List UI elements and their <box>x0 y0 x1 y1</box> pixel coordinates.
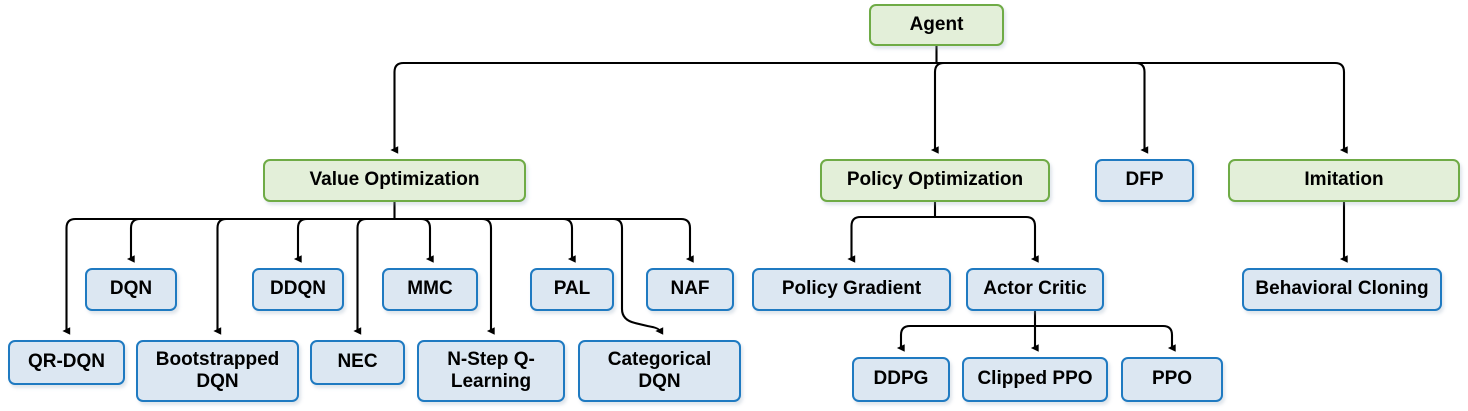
edge-connector <box>935 215 1039 263</box>
node-imitation[interactable]: Imitation <box>1228 159 1460 202</box>
node-dqn[interactable]: DQN <box>85 268 177 311</box>
node-ppo[interactable]: PPO <box>1121 357 1223 402</box>
node-label-naf: NAF <box>670 278 710 300</box>
node-label-imitation: Imitation <box>1304 169 1384 191</box>
node-clipped-ppo[interactable]: Clipped PPO <box>962 357 1108 402</box>
node-label-policy-gradient: Policy Gradient <box>781 278 922 300</box>
edge-connector <box>394 217 694 263</box>
node-label-dfp: DFP <box>1125 169 1164 191</box>
node-label-categorical-dqn: Categorical DQN <box>607 348 712 392</box>
node-label-n-step-q-learning: N-Step Q-Learning <box>447 348 535 392</box>
edge-connector <box>394 217 434 263</box>
node-policy-optimization[interactable]: Policy Optimization <box>820 159 1050 202</box>
edge-connector <box>930 61 946 154</box>
edge-connector <box>394 217 576 263</box>
node-behavioral-cloning[interactable]: Behavioral Cloning <box>1242 268 1442 311</box>
node-dfp[interactable]: DFP <box>1095 159 1194 202</box>
node-label-qr-dqn: QR-DQN <box>27 351 106 373</box>
node-label-dqn: DQN <box>109 278 153 300</box>
node-pal[interactable]: PAL <box>530 268 614 311</box>
node-qr-dqn[interactable]: QR-DQN <box>8 340 125 385</box>
node-label-ppo: PPO <box>1151 368 1193 390</box>
edge-connector <box>126 217 395 263</box>
node-label-policy-optimization: Policy Optimization <box>846 169 1024 191</box>
node-label-pal: PAL <box>553 278 591 300</box>
edge-connector <box>293 217 395 263</box>
node-label-nec: NEC <box>337 351 378 373</box>
edge-connector <box>896 324 1035 352</box>
node-ddpg[interactable]: DDPG <box>852 357 950 402</box>
edge-connector <box>936 61 1348 154</box>
node-ddqn[interactable]: DDQN <box>252 268 344 311</box>
node-bootstrapped-dqn[interactable]: Bootstrapped DQN <box>136 340 299 402</box>
node-nec[interactable]: NEC <box>310 340 405 385</box>
node-actor-critic[interactable]: Actor Critic <box>966 268 1104 311</box>
node-label-ddpg: DDPG <box>873 368 929 390</box>
edge-connector <box>390 61 937 154</box>
node-naf[interactable]: NAF <box>646 268 734 311</box>
node-agent[interactable]: Agent <box>869 4 1004 46</box>
node-value-optimization[interactable]: Value Optimization <box>263 159 526 202</box>
node-label-value-optimization: Value Optimization <box>309 169 480 191</box>
node-mmc[interactable]: MMC <box>382 268 478 311</box>
node-label-mmc: MMC <box>407 278 453 300</box>
node-label-ddqn: DDQN <box>270 278 326 300</box>
node-policy-gradient[interactable]: Policy Gradient <box>752 268 951 311</box>
edge-connector <box>1035 324 1176 352</box>
node-n-step-q-learning[interactable]: N-Step Q-Learning <box>417 340 565 402</box>
node-label-bootstrapped-dqn: Bootstrapped DQN <box>155 348 280 392</box>
node-label-agent: Agent <box>909 13 964 35</box>
node-categorical-dqn[interactable]: Categorical DQN <box>578 340 741 402</box>
node-label-actor-critic: Actor Critic <box>983 278 1087 300</box>
edge-connector <box>847 215 935 263</box>
edge-connector <box>936 61 1149 154</box>
node-label-clipped-ppo: Clipped PPO <box>977 368 1093 390</box>
node-label-behavioral-cloning: Behavioral Cloning <box>1255 278 1429 300</box>
